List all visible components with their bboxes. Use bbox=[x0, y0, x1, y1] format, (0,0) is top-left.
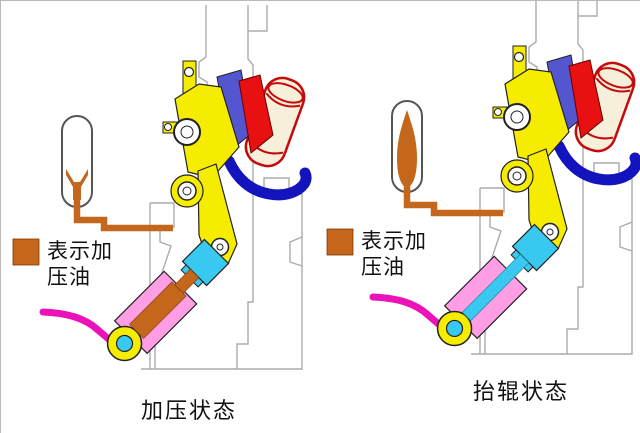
legend-left-line2: 压油 bbox=[47, 265, 91, 289]
oil-swatch-rect bbox=[12, 238, 40, 266]
legend-right-line1: 表示加 bbox=[361, 229, 427, 253]
legend-left: 表示加 压油 bbox=[12, 238, 113, 290]
legend-right-label: 表示加 压油 bbox=[361, 228, 427, 280]
caption-lifted: 抬辊状态 bbox=[473, 380, 570, 405]
oil-swatch-icon bbox=[326, 228, 354, 256]
legend-right-line2: 压油 bbox=[361, 255, 405, 279]
machine-assembly-left bbox=[43, 5, 309, 372]
legend-left-line1: 表示加 bbox=[47, 239, 113, 263]
cylinder-oil-column bbox=[129, 281, 187, 339]
caption-pressurized: 加压状态 bbox=[141, 399, 238, 424]
legend-left-label: 表示加 压油 bbox=[47, 238, 113, 290]
oil-swatch-rect bbox=[326, 228, 354, 256]
oil-charge-in-accumulator bbox=[397, 110, 417, 188]
oil-swatch-icon bbox=[12, 238, 40, 266]
diagram-pressurized bbox=[43, 5, 309, 372]
cylinder-oil-state-left bbox=[129, 268, 200, 339]
accumulator-state-right bbox=[397, 110, 417, 188]
legend-right: 表示加 压油 bbox=[326, 228, 427, 280]
oil-fork-in-accumulator bbox=[66, 169, 88, 200]
cylinder-oil-state-right bbox=[461, 253, 530, 322]
diagram-lifted bbox=[373, 1, 639, 357]
piston-rod-retracted bbox=[461, 253, 530, 322]
